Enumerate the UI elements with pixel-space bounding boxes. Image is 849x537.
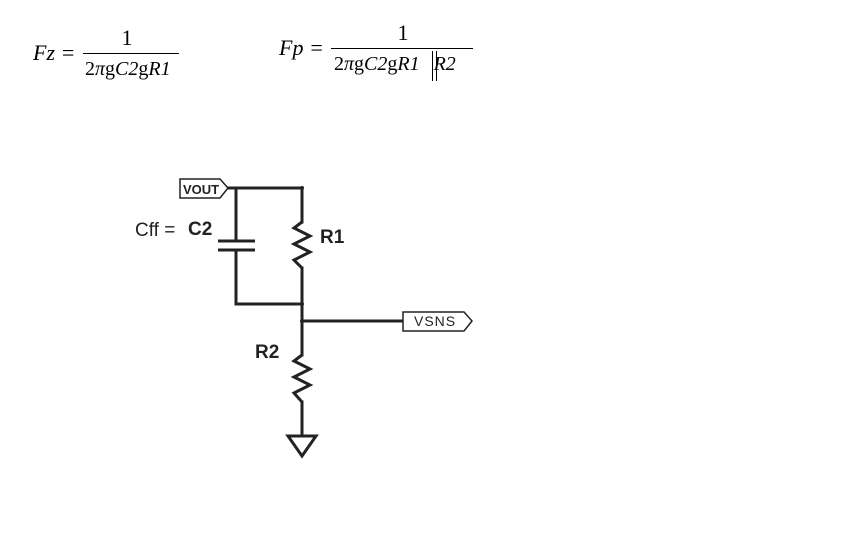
fz-den-c2: C2 [115, 58, 139, 80]
vsns-port-flag [402, 311, 473, 332]
fp-lhs: Fp = [279, 35, 324, 60]
fp-fraction-bar [331, 48, 473, 49]
fp-numerator: 1 [397, 20, 409, 45]
fp-den-c2: C2 [364, 53, 388, 75]
fz-den-g2: g [138, 58, 149, 80]
fz-lhs: Fz = [33, 40, 76, 65]
schematic-wires [226, 186, 405, 438]
junction-dot-vsns [300, 319, 304, 323]
r2-label: R2 [255, 342, 279, 363]
fp-den-r2: R2 [433, 53, 456, 75]
fz-den-two: 2 [85, 58, 95, 80]
r1-label: R1 [320, 227, 345, 248]
junction-dot-top [300, 186, 304, 190]
junction-dot-middle [300, 302, 304, 306]
resistor-r1 [290, 220, 314, 270]
resistor-r2 [290, 353, 314, 403]
fz-numerator: 1 [121, 25, 133, 50]
fz-den-r1: R1 [148, 58, 171, 80]
fp-den-r1: R1 [397, 53, 420, 75]
fz-den-g1: g [105, 58, 116, 80]
cff-label: Cff = [135, 220, 175, 241]
fp-parallel-bar-left [432, 51, 433, 81]
vout-port-flag [179, 178, 229, 199]
vsns-label: VSNS [414, 313, 456, 329]
fp-den-g1: g [354, 53, 365, 75]
fz-denominator: 2πgC2gR1 [85, 58, 171, 81]
fp-parallel-bar-right [436, 51, 437, 81]
capacitor-c2 [218, 239, 255, 252]
vout-label: VOUT [183, 182, 219, 197]
fp-den-pi: π [344, 53, 355, 75]
fp-den-two: 2 [334, 53, 344, 75]
fp-den-g2: g [387, 53, 398, 75]
fz-den-pi: π [95, 58, 106, 80]
c2-label: C2 [188, 219, 212, 240]
ground-icon [285, 434, 319, 459]
fz-fraction-bar [83, 53, 179, 54]
